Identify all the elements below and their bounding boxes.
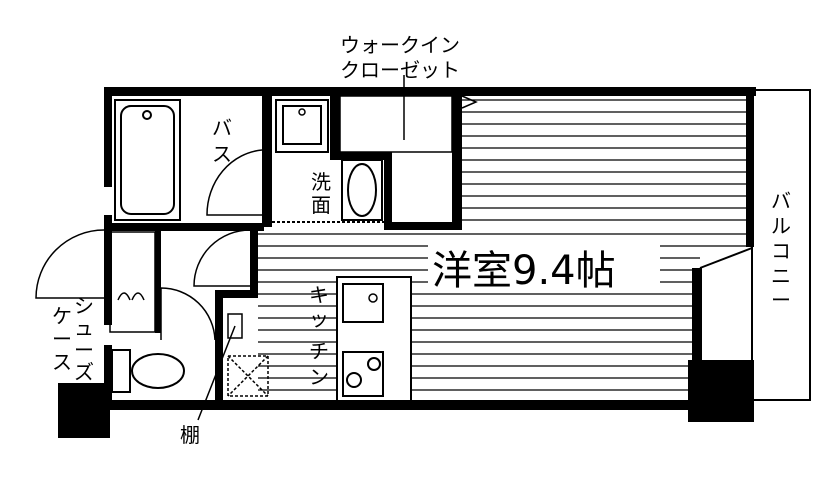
exterior-walls: [58, 87, 756, 438]
walkin-label-2: クローゼット: [340, 58, 460, 82]
hall-door-swing: [193, 229, 251, 287]
stove: [342, 351, 384, 397]
washing-machine-pan: [341, 159, 383, 221]
washing-machine-drain: [347, 163, 377, 217]
shelf-leader-line: [197, 325, 236, 421]
balcony-edge: [699, 247, 753, 269]
shoe-case-label-1a: シ: [74, 294, 94, 318]
bath-label-2: ス: [212, 142, 232, 166]
room-label: 洋室9.4帖: [432, 248, 616, 294]
bath-label-1: バ: [212, 116, 232, 140]
balcony-label-3: コ: [771, 239, 791, 263]
shoe-case-label-1b: ュ: [74, 316, 94, 340]
shoe-case-label-1c: ー: [74, 338, 94, 362]
stove-burner-2: [367, 357, 381, 371]
sink-drain: [368, 293, 378, 303]
bath-door-swing: [206, 149, 263, 216]
kitchen-label-2: ッ: [309, 307, 329, 331]
shoe-case-label-2a: ケ: [52, 304, 72, 328]
kitchen-sink: [342, 283, 384, 323]
walkin-label-1: ウォークイン: [340, 33, 460, 57]
shoe-cabinet: [109, 231, 156, 333]
toilet-bowl: [131, 353, 185, 389]
bathtub: [114, 99, 181, 221]
balcony-label-1: バ: [771, 189, 791, 213]
washbasin: [275, 99, 329, 153]
shoe-case-label-2c: ス: [52, 350, 72, 374]
utility-box: [227, 355, 269, 397]
stove-burner-1: [346, 372, 362, 388]
kitchen-label-3: チ: [309, 339, 329, 363]
walkin-closet: [339, 95, 453, 153]
balcony-label-4: ニ: [771, 264, 791, 288]
shoe-case-label-2b: ー: [52, 327, 72, 351]
bathtub-inner: [120, 105, 175, 215]
kitchen-label-4: ン: [309, 365, 329, 389]
kitchen-counter: [336, 276, 412, 402]
washroom-label-1: 洗: [311, 170, 331, 194]
bathtub-drain: [142, 110, 152, 120]
washbasin-drain: [298, 108, 306, 116]
shelf-label: 棚: [180, 423, 200, 447]
room-label-bg: [428, 240, 660, 292]
toilet-door-swing: [160, 287, 216, 341]
shelf: [227, 313, 243, 339]
kitchen-label-1: キ: [309, 283, 329, 307]
utility-box-cross-1: [227, 355, 269, 397]
washbasin-bowl: [282, 105, 322, 145]
interior-walls: [104, 87, 462, 405]
balcony-label-5: ー: [771, 288, 791, 312]
shoe-case-label-1d: ズ: [74, 360, 94, 384]
balcony-label-2: ル: [771, 214, 791, 238]
entrance-door-swing: [35, 229, 105, 299]
toilet-tank: [111, 349, 131, 393]
utility-box-cross-2: [227, 355, 269, 397]
closet-door-marker: [461, 95, 478, 109]
washroom-label-2: 面: [311, 193, 331, 217]
shoe-cabinet-handles: [117, 292, 145, 301]
